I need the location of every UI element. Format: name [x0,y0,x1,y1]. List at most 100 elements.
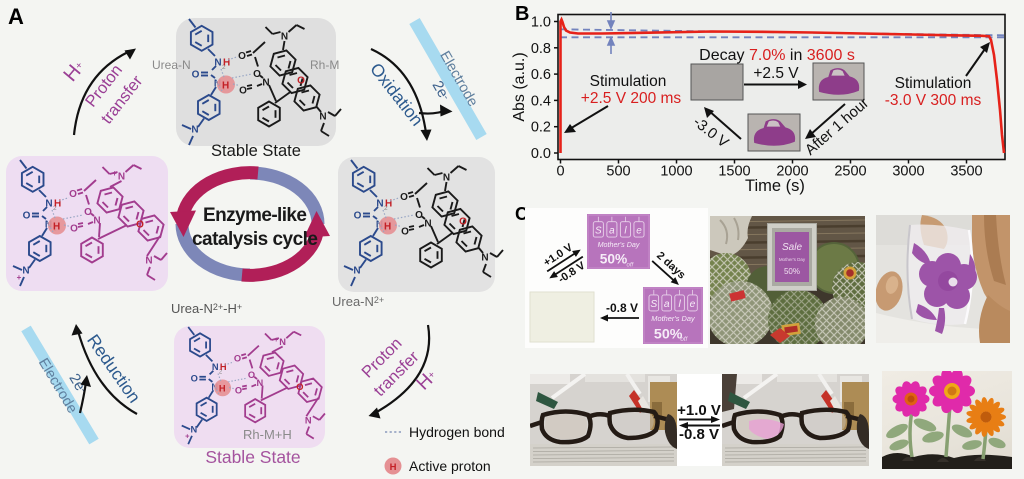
svg-text:0: 0 [556,164,564,180]
svg-text:O: O [23,211,31,222]
svg-text:+2.5 V 200 ms: +2.5 V 200 ms [581,90,682,107]
svg-text:O: O [296,382,303,392]
svg-text:Stimulation: Stimulation [895,75,972,92]
svg-text:N: N [319,112,326,123]
svg-text:1.0: 1.0 [531,15,551,31]
svg-text:1500: 1500 [718,164,750,180]
svg-text:O: O [415,210,423,221]
svg-text:N: N [214,58,221,69]
svg-text:Stable State: Stable State [211,142,301,160]
svg-text:1000: 1000 [660,164,692,180]
svg-text:N: N [45,199,52,210]
svg-text:H: H [384,222,391,233]
svg-text:O: O [234,353,241,363]
svg-text:Active proton: Active proton [409,458,491,474]
svg-text:N: N [262,78,269,89]
svg-text:Sale: Sale [782,242,802,253]
svg-text:N: N [145,256,152,267]
svg-text:0.4: 0.4 [531,93,551,109]
svg-text:O: O [297,76,305,87]
svg-text:-0.8 V: -0.8 V [606,301,638,315]
svg-text:Abs (a.u.): Abs (a.u.) [512,52,528,121]
svg-text:-3.0 V 300 ms: -3.0 V 300 ms [885,92,982,109]
svg-text:H: H [220,362,227,372]
svg-text:-0.8 V: -0.8 V [679,426,719,443]
svg-text:+2.5 V: +2.5 V [753,65,799,82]
svg-text:N: N [279,337,286,347]
svg-text:C: C [515,204,528,224]
svg-text:H+: H+ [413,366,442,395]
svg-text:O: O [70,224,78,235]
svg-text:N: N [281,32,288,43]
svg-text:2500: 2500 [834,164,866,180]
svg-text:Decay 7.0% in 3600 s: Decay 7.0% in 3600 s [699,47,855,64]
svg-text:O: O [253,69,261,80]
svg-text:N: N [443,173,450,184]
svg-text:3500: 3500 [950,164,982,180]
svg-text:+1.0 V: +1.0 V [677,402,721,419]
svg-text:H: H [222,81,229,92]
svg-text:N: N [191,125,198,136]
svg-text:N: N [305,415,312,425]
svg-text:N: N [481,253,488,264]
svg-text:l: l [678,299,681,310]
svg-text:Hydrogen bond: Hydrogen bond [409,424,505,440]
svg-text:50%: 50% [600,252,628,267]
svg-text:N: N [212,362,219,372]
svg-text:O: O [401,227,409,238]
svg-text:H: H [390,462,397,473]
svg-text:H+: H+ [59,56,89,86]
svg-text:H: H [223,58,230,69]
svg-text:O: O [354,211,362,222]
svg-text:50%: 50% [654,326,683,342]
svg-text:N: N [118,172,125,183]
svg-text:N: N [376,199,383,210]
svg-text:N: N [93,216,100,227]
svg-text:O: O [136,220,144,231]
svg-text:Oxidation: Oxidation [366,59,427,130]
svg-text:+: + [274,335,279,344]
svg-text:a: a [609,225,615,236]
svg-text:Urea-N2+-H+: Urea-N2+-H+ [171,301,242,316]
svg-text:0.2: 0.2 [531,120,551,136]
svg-text:N: N [190,425,197,435]
svg-text:2: 2 [222,64,226,71]
svg-text:B: B [515,3,529,25]
svg-text:2: 2 [219,370,223,376]
svg-text:Rh-M+H: Rh-M+H [243,427,292,442]
svg-text:3000: 3000 [892,164,924,180]
svg-text:Mother's Day: Mother's Day [651,314,696,323]
svg-text:Urea-N2+: Urea-N2+ [332,294,384,309]
svg-text:O: O [248,370,255,380]
svg-text:Enzyme-like: Enzyme-like [203,205,307,226]
svg-text:O: O [69,189,77,200]
svg-text:2: 2 [53,205,57,212]
svg-text:e: e [690,299,696,310]
svg-text:O: O [235,385,242,395]
svg-text:0.6: 0.6 [531,67,551,83]
svg-text:+: + [17,273,22,282]
svg-text:Stable State: Stable State [205,447,300,467]
svg-text:Time (s): Time (s) [745,177,805,195]
svg-text:O: O [459,217,467,228]
svg-text:50%: 50% [784,267,800,276]
svg-text:Mother's Day: Mother's Day [598,241,640,249]
svg-text:O: O [84,207,92,218]
svg-text:catalysis cycle: catalysis cycle [192,229,318,250]
svg-text:Rh-M: Rh-M [310,58,339,72]
svg-text:l: l [624,225,627,236]
svg-text:N: N [424,219,431,230]
svg-text:H: H [53,222,60,233]
svg-text:2: 2 [384,205,388,212]
svg-text:H: H [54,199,61,210]
svg-text:N: N [353,266,360,277]
svg-text:H: H [385,199,392,210]
svg-text:O: O [238,51,246,62]
svg-text:+: + [112,169,117,178]
svg-text:H: H [219,384,226,394]
svg-text:A: A [8,4,24,29]
svg-text:2000: 2000 [776,164,808,180]
svg-text:Urea-N: Urea-N [152,58,191,72]
svg-text:off: off [680,336,688,343]
svg-text:a: a [664,299,670,310]
